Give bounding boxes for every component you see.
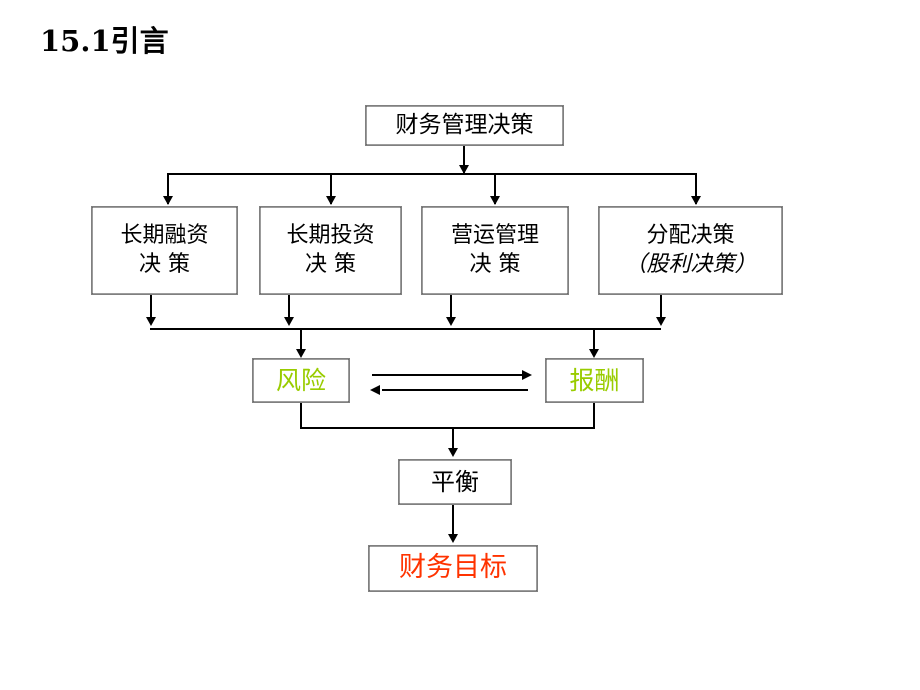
node-reward-label: 报酬 [569, 365, 620, 395]
node-decision-2-line1: 长期投资 [286, 223, 375, 249]
connector-bar-to-decision-4 [695, 173, 697, 204]
node-decision-operations-management: 营运管理 决 策 [421, 206, 569, 295]
arrowhead-decision-1 [163, 196, 173, 205]
connector-reward-down [593, 403, 595, 428]
connector-risk-down [300, 403, 302, 428]
arrowhead-balance [448, 448, 458, 457]
connector-distribution-bar [167, 173, 696, 175]
connector-balance-merge-bar [300, 427, 595, 429]
arrowhead-root-to-bar [459, 165, 469, 174]
node-decision-3-line1: 营运管理 [450, 223, 539, 249]
arrowhead-risk [296, 349, 306, 358]
arrowhead-merge-2 [284, 317, 294, 326]
arrowhead-merge-4 [656, 317, 666, 326]
connector-decision-1-to-merge [150, 295, 152, 323]
node-root-label: 财务管理决策 [395, 111, 534, 138]
arrowhead-decision-4 [691, 196, 701, 205]
arrowhead-reward-to-risk [370, 385, 380, 395]
arrowhead-reward [589, 349, 599, 358]
arrowhead-merge-3 [446, 317, 456, 326]
node-balance: 平衡 [398, 459, 512, 505]
node-root-financial-management-decision: 财务管理决策 [365, 105, 564, 146]
connector-merge-to-reward [593, 328, 595, 353]
connector-root-to-bar [463, 146, 465, 174]
node-risk: 风险 [252, 358, 350, 403]
connector-merge-to-balance [452, 427, 454, 451]
node-decision-4-line1: 分配决策 [646, 223, 735, 249]
connector-decision-4-to-merge [660, 295, 662, 323]
connector-decision-2-to-merge [288, 295, 290, 323]
page-title: 15.1引言 [40, 24, 169, 58]
arrowhead-risk-to-reward [522, 370, 532, 380]
node-decision-1-line1: 长期融资 [120, 223, 209, 249]
node-decision-1-line2: 决 策 [139, 251, 190, 277]
node-decision-2-line2: 决 策 [305, 251, 356, 277]
node-decision-long-term-financing: 长期融资 决 策 [91, 206, 238, 295]
node-decision-3-line2: 决 策 [469, 251, 521, 277]
node-balance-label: 平衡 [431, 467, 479, 496]
connector-bar-to-decision-1 [167, 173, 169, 204]
node-decision-4-line2: （股利决策） [624, 251, 757, 277]
node-decision-long-term-investment: 长期投资 决 策 [259, 206, 402, 295]
node-risk-label: 风险 [275, 365, 326, 395]
connector-bar-to-decision-2 [330, 173, 332, 204]
connector-decision-3-to-merge [450, 295, 452, 323]
connector-merge-bar [150, 328, 661, 330]
connector-risk-to-reward [372, 374, 524, 376]
connector-bar-to-decision-3 [494, 173, 496, 204]
connector-reward-to-risk [382, 389, 528, 391]
arrowhead-decision-2 [326, 196, 336, 205]
connector-balance-to-goal [452, 505, 454, 537]
node-reward: 报酬 [545, 358, 644, 403]
node-decision-distribution: 分配决策 （股利决策） [598, 206, 783, 295]
arrowhead-goal [448, 534, 458, 543]
connector-merge-to-risk [300, 328, 302, 353]
node-financial-goal: 财务目标 [368, 545, 538, 592]
arrowhead-merge-1 [146, 317, 156, 326]
arrowhead-decision-3 [490, 196, 500, 205]
node-financial-goal-label: 财务目标 [399, 552, 507, 584]
